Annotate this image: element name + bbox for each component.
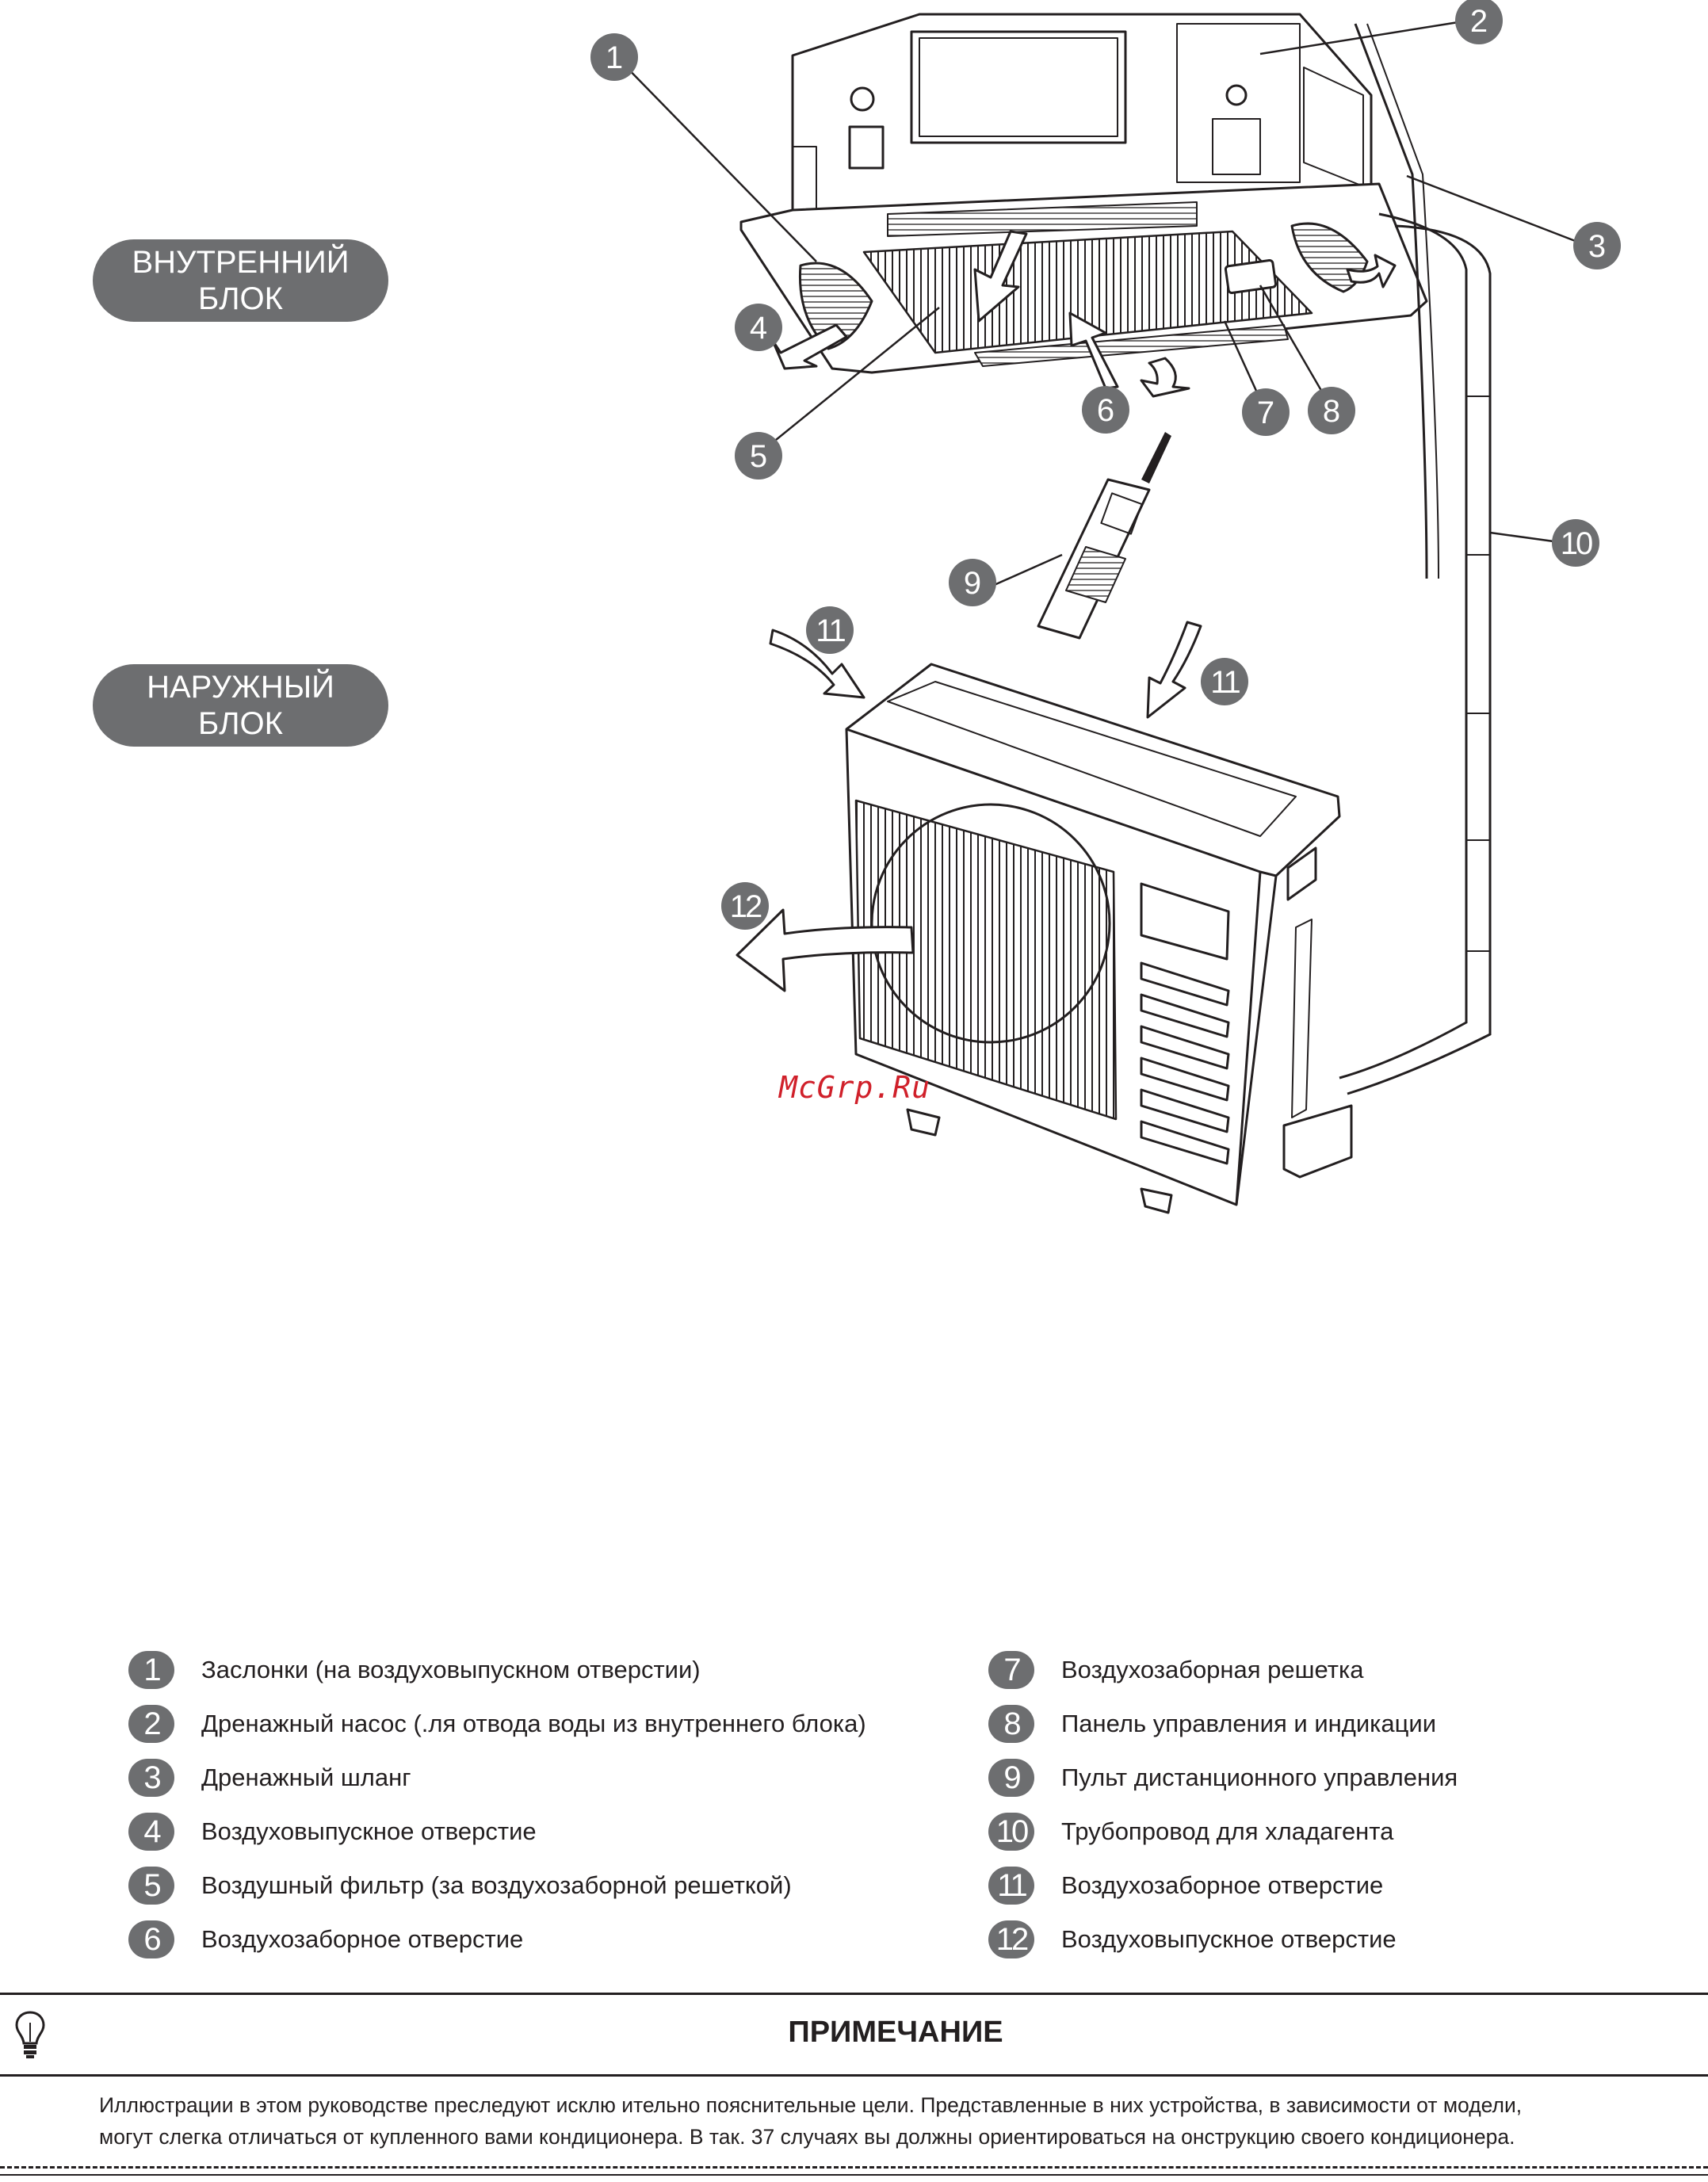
note-text-line-2: могут слегка отличаться от купленного ва… bbox=[99, 2125, 1515, 2149]
callout-6: 6 bbox=[1082, 386, 1129, 434]
legend-item: 11 Воздухозаборное отверстие bbox=[988, 1859, 1458, 1913]
refrigerant-pipe bbox=[1339, 212, 1492, 1095]
legend-number-badge: 10 bbox=[988, 1813, 1034, 1851]
legend-number-badge: 9 bbox=[988, 1759, 1034, 1797]
callout-4: 4 bbox=[735, 304, 782, 351]
indoor-unit-label-line2: БЛОК bbox=[198, 281, 283, 316]
svg-text:1: 1 bbox=[606, 40, 623, 75]
note-middle-rule bbox=[0, 2074, 1708, 2077]
outdoor-unit-label-line2: БЛОК bbox=[198, 706, 283, 741]
legend-item-text: Воздухозаборное отверстие bbox=[1061, 1871, 1384, 1899]
note-top-rule bbox=[0, 1993, 1708, 1995]
indoor-unit-label-line1: ВНУТРЕННИЙ bbox=[132, 245, 350, 280]
air-conditioner-illustration: 1 2 3 4 5 6 7 8 9 10 11 11 12 bbox=[590, 0, 1621, 1214]
svg-text:11: 11 bbox=[816, 613, 845, 648]
indoor-unit-label: ВНУТРЕННИЙ БЛОК bbox=[93, 239, 388, 322]
note-text: Иллюстрации в этом руководстве преследую… bbox=[99, 2089, 1653, 2153]
legend-item-text: Трубопровод для хладагента bbox=[1061, 1817, 1394, 1845]
legend-number-badge: 6 bbox=[128, 1920, 174, 1958]
note-text-line-1: Иллюстрации в этом руководстве преследую… bbox=[99, 2093, 1523, 2117]
callout-8: 8 bbox=[1308, 387, 1355, 434]
remote-control bbox=[1037, 478, 1151, 640]
svg-text:9: 9 bbox=[964, 566, 981, 601]
callout-10: 10 bbox=[1552, 519, 1599, 567]
indoor-airflow-arrows bbox=[771, 230, 1397, 398]
legend-number-badge: 2 bbox=[128, 1705, 174, 1743]
svg-text:12: 12 bbox=[730, 889, 762, 924]
callout-leader-lines bbox=[616, 21, 1578, 588]
legend-right-column: 7 Воздухозаборная решетка 8 Панель управлен… bbox=[988, 1643, 1458, 1966]
callout-1: 1 bbox=[590, 33, 638, 81]
callout-3: 3 bbox=[1573, 222, 1621, 269]
note-title: ПРИМЕЧАНИЕ bbox=[788, 2016, 1003, 2049]
svg-text:2: 2 bbox=[1470, 4, 1488, 39]
legend-number-badge: 8 bbox=[988, 1705, 1034, 1743]
legend-item-text: Воздуховыпускное отверстие bbox=[201, 1817, 537, 1845]
legend-number-badge: 7 bbox=[988, 1651, 1034, 1689]
legend-item-text: Воздухозаборная решетка bbox=[1061, 1656, 1364, 1683]
svg-text:6: 6 bbox=[1097, 393, 1114, 428]
legend-item: 7 Воздухозаборная решетка bbox=[988, 1643, 1458, 1697]
legend-number-badge: 3 bbox=[128, 1759, 174, 1797]
indoor-cassette-unit bbox=[739, 13, 1428, 374]
legend-number-badge: 5 bbox=[128, 1867, 174, 1905]
legend-item-text: Панель управления и индикации bbox=[1061, 1710, 1437, 1737]
legend-item: 6 Воздухозаборное отверстие bbox=[128, 1913, 866, 1966]
legend-left-column: 1 Заслонки (на воздуховыпускном отверстии… bbox=[128, 1643, 866, 1966]
legend-number-badge: 12 bbox=[988, 1920, 1034, 1958]
legend-item: 5 Воздушный фильтр (за воздухозаборной ре… bbox=[128, 1859, 866, 1913]
diagram-callouts: 1 2 3 4 5 6 7 8 9 10 11 11 12 bbox=[590, 0, 1621, 930]
legend-item: 9 Пульт дистанционного управления bbox=[988, 1751, 1458, 1805]
outdoor-unit-label: НАРУЖНЫЙ БЛОК bbox=[93, 664, 388, 747]
svg-text:4: 4 bbox=[750, 311, 767, 346]
legend-item-text: Воздухозаборное отверстие bbox=[201, 1925, 524, 1953]
legend-item-text: Дренажный насос (.ля отвода воды из внут… bbox=[201, 1710, 866, 1737]
outdoor-airflow-arrows bbox=[736, 621, 1202, 992]
legend-item-text: Воздушный фильтр (за воздухозаборной реш… bbox=[201, 1871, 792, 1899]
legend-item: 2 Дренажный насос (.ля отвода воды из вну… bbox=[128, 1697, 866, 1751]
legend-number-badge: 4 bbox=[128, 1813, 174, 1851]
lightbulb-icon bbox=[15, 2011, 45, 2058]
callout-7: 7 bbox=[1242, 388, 1290, 436]
svg-text:7: 7 bbox=[1257, 396, 1274, 430]
svg-text:11: 11 bbox=[1210, 665, 1240, 700]
dashed-bottom-rule bbox=[0, 2166, 1708, 2169]
svg-text:10: 10 bbox=[1561, 526, 1592, 561]
legend-item-text: Дренажный шланг bbox=[201, 1764, 411, 1791]
legend-item: 8 Панель управления и индикации bbox=[988, 1697, 1458, 1751]
legend-item-text: Воздуховыпускное отверстие bbox=[1061, 1925, 1397, 1953]
legend-item: 12 Воздуховыпускное отверстие bbox=[988, 1913, 1458, 1966]
callout-2: 2 bbox=[1455, 0, 1503, 44]
legend-number-badge: 1 bbox=[128, 1651, 174, 1689]
legend-number-badge: 11 bbox=[988, 1867, 1034, 1905]
outdoor-unit bbox=[845, 663, 1353, 1214]
callout-9: 9 bbox=[949, 559, 996, 606]
bottom-rule bbox=[0, 2174, 1708, 2176]
outdoor-unit-label-line1: НАРУЖНЫЙ bbox=[147, 670, 334, 705]
legend-item: 3 Дренажный шланг bbox=[128, 1751, 866, 1805]
svg-text:8: 8 bbox=[1323, 394, 1340, 429]
callout-11-right: 11 bbox=[1201, 658, 1248, 705]
svg-text:5: 5 bbox=[750, 439, 767, 474]
svg-text:3: 3 bbox=[1588, 229, 1606, 264]
legend-item: 1 Заслонки (на воздуховыпускном отверстии… bbox=[128, 1643, 866, 1697]
legend-item-text: Заслонки (на воздуховыпускном отверстии) bbox=[201, 1656, 701, 1683]
legend-item-text: Пульт дистанционного управления bbox=[1061, 1764, 1458, 1791]
legend-item: 10 Трубопровод для хладагента bbox=[988, 1805, 1458, 1859]
legend-item: 4 Воздуховыпускное отверстие bbox=[128, 1805, 866, 1859]
callout-5: 5 bbox=[735, 432, 782, 480]
remote-signal-icon bbox=[1141, 432, 1171, 483]
callout-12: 12 bbox=[721, 882, 769, 930]
watermark: McGrp.Ru bbox=[779, 1070, 931, 1105]
callout-11-left: 11 bbox=[806, 606, 854, 654]
